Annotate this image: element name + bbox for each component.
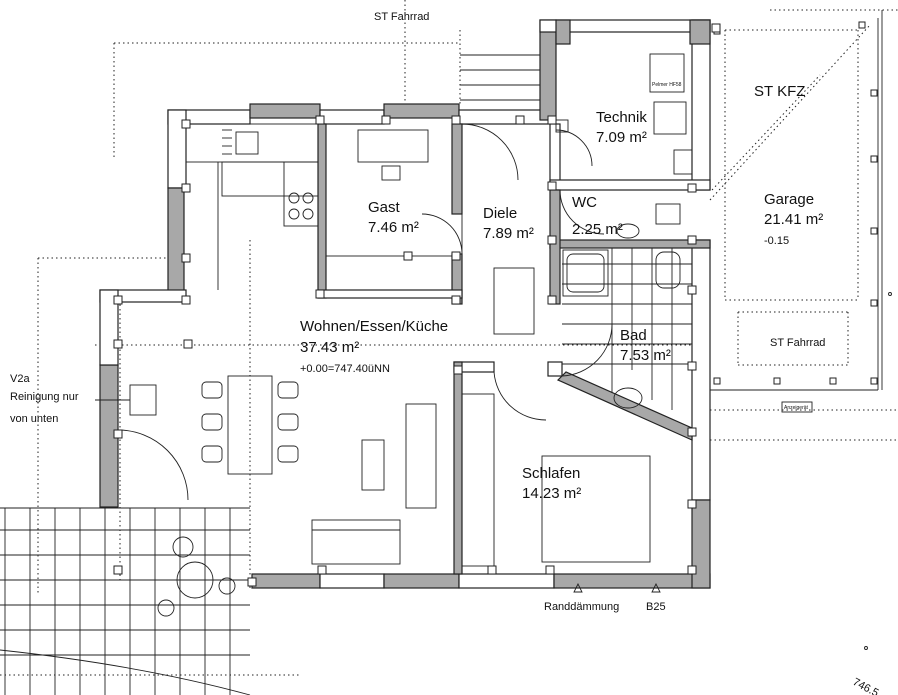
- kitchen: [185, 123, 319, 290]
- diele-name: Diele: [483, 205, 517, 222]
- bathroom-fixtures: [562, 203, 692, 410]
- schlafen-area: 14.23 m²: [522, 485, 581, 502]
- interior-walls: [317, 123, 711, 575]
- bike-parking-garage: ST Fahrrad: [770, 337, 825, 349]
- wohnen-level: +0.00=747.40üNN: [300, 363, 390, 375]
- v2a-title: V2a: [10, 373, 30, 385]
- column-markers: [113, 23, 721, 587]
- dining-table: [201, 375, 299, 475]
- wc-area: 2.25 m²: [572, 221, 623, 238]
- guest-furniture: [325, 129, 453, 291]
- room-labels: Technik 7.09 m² Gast 7.46 m² Diele 7.89 …: [10, 11, 881, 695]
- technik-area: 7.09 m²: [596, 129, 647, 146]
- door-swings: [117, 123, 613, 501]
- terrace: [0, 399, 251, 695]
- insulation-note: Randdämmung: [544, 601, 619, 613]
- garage-area: 21.41 m²: [764, 211, 823, 228]
- car-parking-label: ST KFZ: [754, 83, 805, 100]
- schlafen-name: Schlafen: [522, 465, 580, 482]
- wohnen-name: Wohnen/Essen/Küche: [300, 318, 448, 335]
- entrance-steps: [460, 54, 540, 101]
- bad-area: 7.53 m²: [620, 347, 671, 364]
- heater-label: Pelmer HF58: [652, 82, 682, 88]
- bike-parking-top: ST Fahrrad: [374, 11, 429, 23]
- garage-tag: Anzeigerät: [784, 405, 809, 411]
- diele-area: 7.89 m²: [483, 225, 534, 242]
- technik-name: Technik: [596, 109, 647, 126]
- garage-level: -0.15: [764, 235, 789, 247]
- wohnen-area: 37.43 m²: [300, 339, 359, 356]
- technik-equipment: [555, 53, 693, 175]
- b25-note: B25: [646, 601, 666, 613]
- garage-name: Garage: [764, 191, 814, 208]
- v2a-note-line2: von unten: [10, 413, 58, 425]
- site-outlines: [0, 0, 898, 676]
- v2a-note-line1: Reinigung nur: [10, 391, 79, 403]
- garage-structure: [710, 10, 883, 413]
- gast-name: Gast: [368, 199, 401, 216]
- living-furniture: [129, 267, 535, 565]
- gast-area: 7.46 m²: [368, 219, 419, 236]
- bedroom-furniture: [461, 393, 651, 567]
- bad-name: Bad: [620, 327, 647, 344]
- dimension-marks: [573, 292, 892, 650]
- wc-name: WC: [572, 194, 597, 211]
- elevation-note: 746.5: [851, 676, 881, 695]
